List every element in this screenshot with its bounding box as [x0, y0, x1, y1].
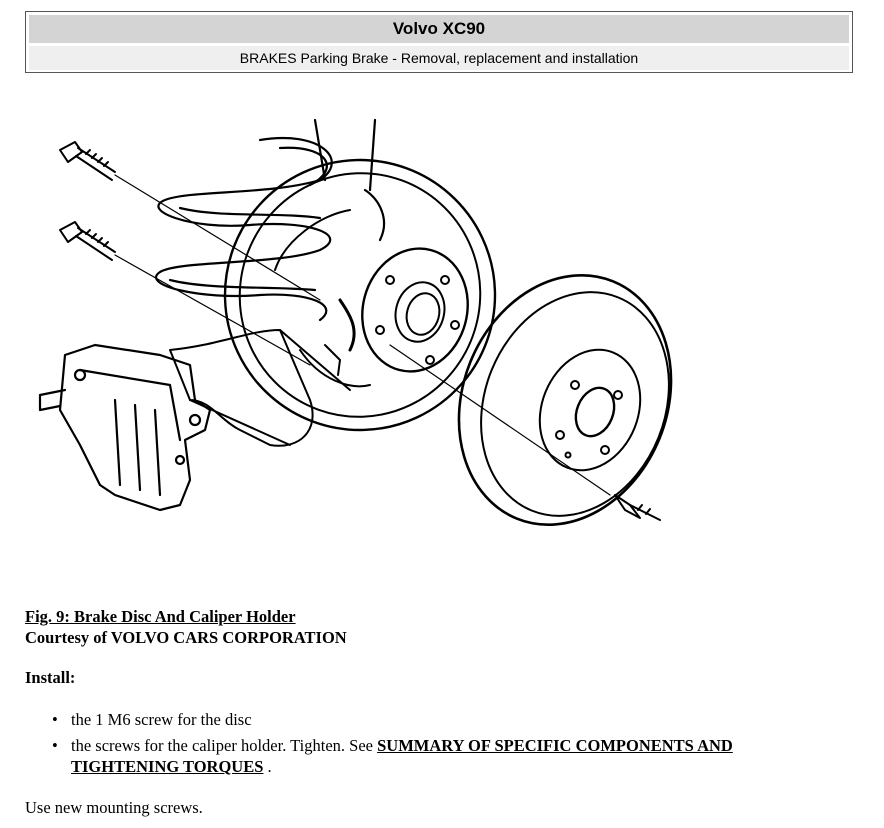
disc-screw	[614, 494, 661, 521]
list-item: • the 1 M6 screw for the disc	[52, 709, 842, 730]
step-text: the 1 M6 screw for the disc	[71, 710, 252, 729]
mounting-note: Use new mounting screws.	[25, 798, 203, 817]
step-text: the screws for the caliper holder. Tight…	[71, 736, 378, 755]
caliper-holder-screws	[59, 141, 116, 261]
brake-caliper	[38, 343, 212, 512]
hub-flange	[361, 247, 469, 373]
bullet: •	[52, 736, 58, 755]
brake-disc	[457, 274, 673, 526]
header-subtitle: BRAKES Parking Brake - Removal, replacem…	[29, 46, 849, 70]
bullet: •	[52, 710, 58, 729]
assembly-guide-lines	[114, 174, 611, 496]
control-arm	[169, 329, 314, 447]
document-header: Volvo XC90 BRAKES Parking Brake - Remova…	[25, 11, 853, 73]
brake-disc-caliper-illustration	[38, 118, 673, 526]
coil-spring	[155, 118, 386, 322]
backing-plate	[223, 158, 497, 432]
figure-courtesy: Courtesy of VOLVO CARS CORPORATION	[25, 628, 347, 647]
install-steps: • the 1 M6 screw for the disc • the scre…	[52, 709, 842, 782]
header-title: Volvo XC90	[29, 15, 849, 43]
list-item: • the screws for the caliper holder. Tig…	[52, 735, 842, 777]
torque-summary-link[interactable]: SUMMARY OF SPECIFIC COMPONENTS AND TIGHT…	[71, 736, 733, 776]
figure-title: Fig. 9: Brake Disc And Caliper Holder	[25, 607, 296, 626]
step-text-after: .	[263, 757, 272, 776]
figure-caption: Fig. 9: Brake Disc And Caliper Holder Co…	[25, 606, 347, 648]
install-heading: Install:	[25, 668, 76, 687]
